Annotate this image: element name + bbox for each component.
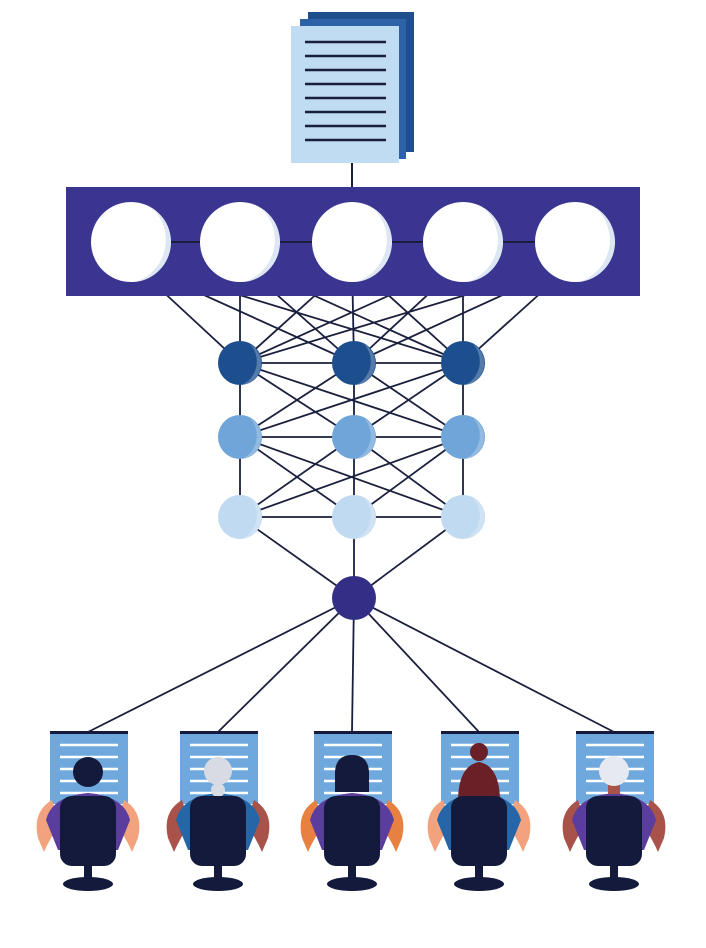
network-nodes	[91, 202, 615, 620]
person	[427, 731, 531, 891]
chair-base	[193, 877, 243, 891]
head-hair	[599, 756, 629, 786]
hidden-node-shade	[356, 344, 376, 385]
output-node	[332, 576, 376, 620]
person	[166, 731, 270, 891]
chair-back	[324, 796, 380, 866]
input-node	[423, 202, 503, 282]
edge-output-person	[87, 597, 355, 733]
chair-base	[454, 877, 504, 891]
edge-output-person	[351, 597, 355, 733]
hidden-node-shade	[465, 498, 485, 539]
hidden-node	[441, 415, 485, 459]
hidden-node	[218, 495, 262, 539]
input-node	[91, 202, 171, 282]
hidden-node-shade	[465, 418, 485, 459]
person	[562, 731, 666, 891]
screen-top-edge	[314, 731, 392, 734]
edge-hidden-hidden	[353, 436, 464, 518]
document-front-sheet	[291, 26, 399, 163]
hidden-node	[218, 341, 262, 385]
hidden-node-shade	[356, 498, 376, 539]
screen-top-edge	[50, 731, 128, 734]
chair-base	[63, 877, 113, 891]
chair-stem	[84, 866, 92, 878]
chair-base	[327, 877, 377, 891]
hidden-node	[441, 341, 485, 385]
edge-output-person	[353, 597, 615, 733]
people-group	[36, 731, 666, 891]
head-hair	[204, 757, 232, 785]
chair-base	[589, 877, 639, 891]
hidden-node-shade	[356, 418, 376, 459]
edge-hidden-output	[353, 516, 464, 599]
head-hair	[457, 762, 501, 806]
edge-hidden-hidden	[239, 436, 464, 518]
input-node-shade	[356, 209, 392, 282]
chair-back	[451, 796, 507, 866]
chair-stem	[348, 866, 356, 878]
edge-output-person	[217, 597, 355, 733]
input-node-shade	[579, 209, 615, 282]
chair-stem	[610, 866, 618, 878]
input-node	[200, 202, 280, 282]
hidden-node	[218, 415, 262, 459]
screen-top-edge	[441, 731, 519, 734]
input-node-shade	[135, 209, 171, 282]
hidden-node-shade	[242, 498, 262, 539]
edge-hidden-hidden	[239, 362, 464, 438]
head-hair	[335, 755, 369, 792]
input-node-shade	[467, 209, 503, 282]
hidden-node	[332, 341, 376, 385]
input-node	[312, 202, 392, 282]
edge-hidden-output	[239, 516, 355, 599]
edge-hidden-hidden	[239, 362, 355, 438]
document-stack-icon	[291, 12, 414, 163]
input-node-shade	[244, 209, 280, 282]
edge-hidden-hidden	[239, 436, 355, 518]
hidden-node-shade	[242, 344, 262, 385]
person	[300, 731, 404, 891]
hair-bun	[470, 743, 488, 761]
input-node	[535, 202, 615, 282]
braid-segment	[211, 783, 225, 797]
hidden-node	[332, 495, 376, 539]
hidden-node-shade	[242, 418, 262, 459]
head-hair	[73, 757, 103, 787]
chair-stem	[214, 866, 222, 878]
screen-top-edge	[576, 731, 654, 734]
chair-back	[60, 796, 116, 866]
hidden-node	[332, 415, 376, 459]
screen-top-edge	[180, 731, 258, 734]
chair-back	[586, 796, 642, 866]
hidden-node	[441, 495, 485, 539]
chair-stem	[475, 866, 483, 878]
chair-back	[190, 796, 246, 866]
person	[36, 731, 140, 891]
edge-output-person	[353, 597, 480, 733]
hidden-node-shade	[465, 344, 485, 385]
